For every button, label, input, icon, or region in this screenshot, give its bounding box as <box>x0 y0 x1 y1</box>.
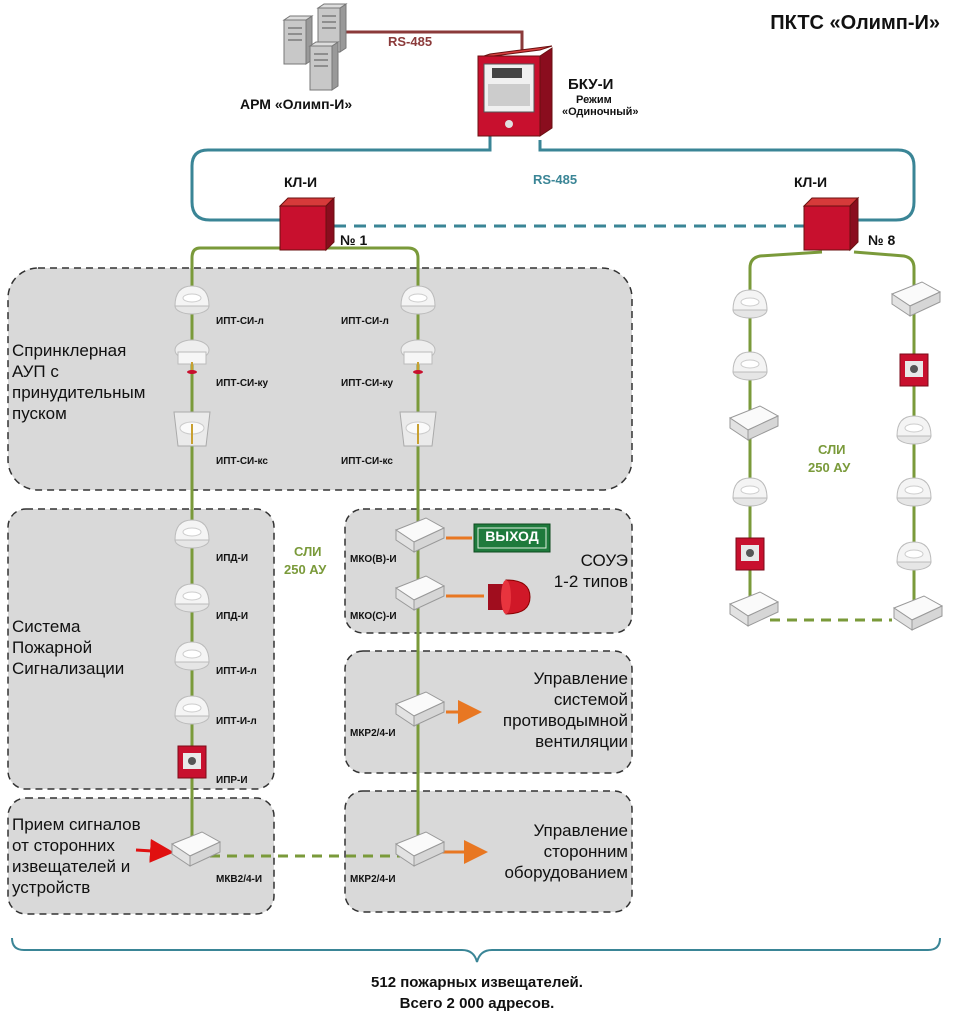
input-arrow-icon <box>135 838 174 863</box>
sli-loop-right <box>748 250 916 622</box>
device-label: ИПТ-СИ-л <box>216 316 264 327</box>
sli-right-line2: 250 АУ <box>808 460 851 475</box>
zone-backgrounds <box>7 267 633 915</box>
sprinkler-detector-icon <box>399 411 437 447</box>
exit-sign-text: ВЫХОД <box>485 528 539 544</box>
rs485-ring-label: RS-485 <box>533 172 578 187</box>
rs485-top-line <box>330 30 524 50</box>
device-label: ИПТ-СИ-ку <box>341 378 394 389</box>
module-icon <box>891 281 941 317</box>
smoke-detector-icon <box>174 583 210 613</box>
device-label: МКО(С)-И <box>350 611 397 622</box>
smoke-detector-icon <box>896 477 932 507</box>
smoke-detector-icon <box>400 285 436 315</box>
device-label: МКР2/4-И <box>350 728 396 739</box>
rs485-top-label: RS-485 <box>388 34 433 49</box>
smoke-detector-icon <box>174 695 210 725</box>
kl-right-label: КЛ-И <box>794 174 828 190</box>
sli-left-line2: 250 АУ <box>284 562 327 577</box>
device-label: ИПР-И <box>216 775 248 786</box>
device-label: МКР2/4-И <box>350 874 396 885</box>
smoke-detector-icon <box>174 641 210 671</box>
smoke-detector-icon <box>174 519 210 549</box>
footer-line2: Всего 2 000 адресов. <box>399 995 555 1012</box>
kl-left-label: КЛ-И <box>284 174 318 190</box>
sli-right-line1: СЛИ <box>818 442 846 457</box>
bku-mode-line2: «Одиночный» <box>562 106 639 118</box>
smoke-detector-icon <box>732 477 768 507</box>
device-label: МКО(В)-И <box>350 554 397 565</box>
controller-box-icon <box>803 197 859 251</box>
kl-left-number: № 1 <box>340 232 368 248</box>
footer-text: 512 пожарных извещателей. Всего 2 000 ад… <box>0 972 954 1014</box>
device-label: ИПТ-И-л <box>216 716 257 727</box>
zone-signals-bg <box>7 797 275 915</box>
sprinkler-detector-icon <box>173 411 211 447</box>
footer-line1: 512 пожарных извещателей. <box>371 974 583 991</box>
device-label: ИПД-И <box>216 611 249 622</box>
bottom-brace <box>11 937 941 963</box>
module-icon <box>729 405 779 441</box>
rs485-ring-line <box>190 132 492 222</box>
manual-call-point-icon <box>899 353 929 387</box>
page-title: ПКТС «Олимп-И» <box>770 12 940 34</box>
smoke-detector-icon <box>732 289 768 319</box>
device-label: ИПТ-СИ-ку <box>216 378 269 389</box>
device-label: ИПД-И <box>216 553 249 564</box>
sli-loop-left <box>190 246 420 858</box>
device-label: МКВ2/4-И <box>216 874 263 885</box>
siren-icon <box>488 579 531 615</box>
exit-sign-icon <box>473 523 551 553</box>
device-label: ИПТ-СИ-кс <box>216 456 268 467</box>
device-label: ИПТ-И-л <box>216 666 257 677</box>
smoke-detector-icon <box>174 285 210 315</box>
device-label: ИПТ-СИ-л <box>341 316 389 327</box>
kl-right-number: № 8 <box>868 232 896 248</box>
smoke-detector-icon <box>896 415 932 445</box>
smoke-detector-icon <box>896 541 932 571</box>
zone-sprinkler-bg <box>7 267 633 491</box>
sli-left-line1: СЛИ <box>294 544 322 559</box>
control-panel-icon <box>477 45 553 137</box>
bku-label: БКУ-И <box>568 76 614 93</box>
module-icon <box>893 595 943 631</box>
bku-mode-line1: Режим <box>576 94 612 106</box>
controller-box-icon <box>279 197 335 251</box>
device-label: ИПТ-СИ-кс <box>341 456 393 467</box>
server-icon <box>283 3 347 91</box>
manual-call-point-icon <box>177 745 207 779</box>
smoke-detector-icon <box>732 351 768 381</box>
manual-call-point-icon <box>735 537 765 571</box>
arm-label: АРМ «Олимп-И» <box>240 96 353 112</box>
